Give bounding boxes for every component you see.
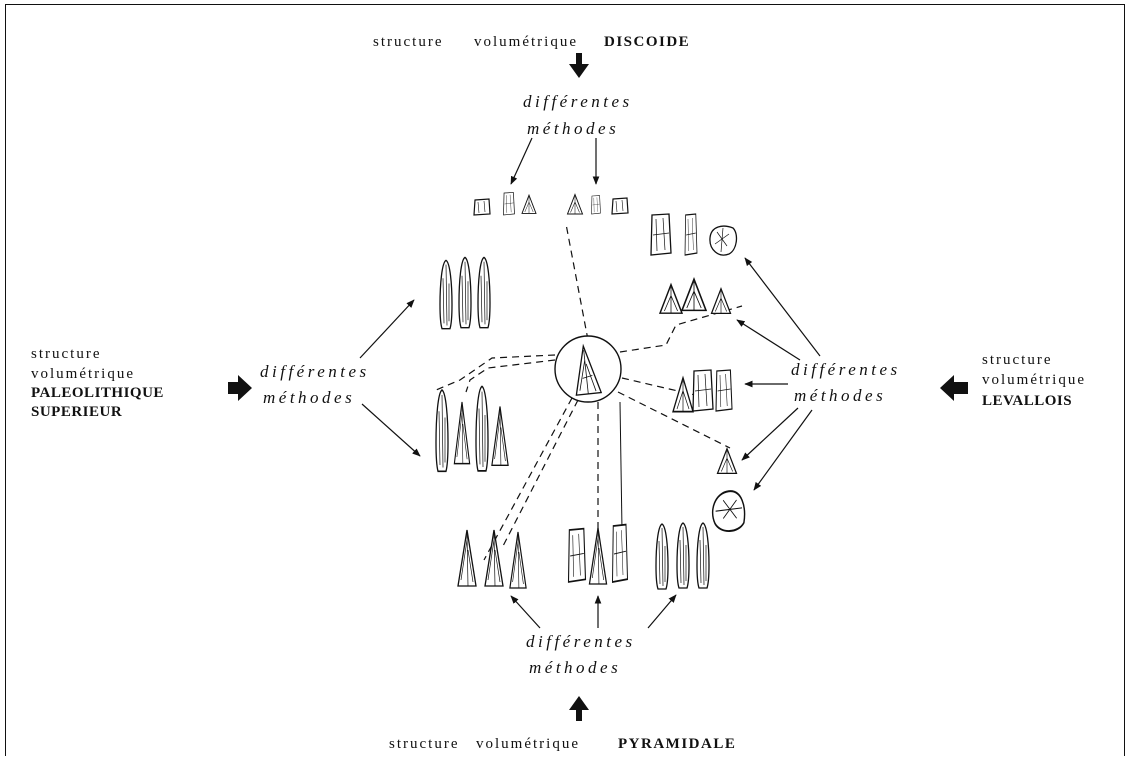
- right-arrow-4: [741, 407, 799, 461]
- pyramidal-points: [457, 529, 527, 589]
- right-methods-line1: différentes: [791, 360, 901, 379]
- upper-paleolithic-blades-top: [439, 256, 491, 330]
- left-methods-line2: méthodes: [263, 388, 356, 407]
- upper-paleolithic-points-bottom: [435, 385, 509, 473]
- diagram-frame: [5, 4, 1125, 756]
- bottom-volumetrique-word: volumétrique: [476, 736, 580, 752]
- levallois-flakes-row3: [672, 369, 733, 413]
- pyramidal-flakes-middle: [567, 523, 629, 585]
- top-methods-line2: méthodes: [527, 119, 620, 138]
- top-structure-name: DISCOIDE: [604, 34, 691, 50]
- left-arrow-lower: [361, 403, 421, 457]
- dashed-links: [435, 223, 743, 561]
- left-structure-name-line1: PALEOLITHIQUE: [31, 385, 164, 401]
- left-structure-line1: structure: [31, 346, 102, 362]
- left-structure-name-line2: SUPERIEUR: [31, 404, 123, 420]
- discoide-artifacts-right: [567, 194, 629, 215]
- bottom-arrow-right: [647, 594, 677, 629]
- bottom-methods-line1: différentes: [526, 632, 636, 651]
- top-bold-arrow: [569, 53, 589, 78]
- right-arrow-1: [744, 257, 821, 357]
- central-point-icon: [575, 343, 603, 396]
- discoide-artifacts-left: [473, 192, 537, 216]
- right-structure-name: LEVALLOIS: [982, 393, 1073, 409]
- right-structure-line1: structure: [982, 352, 1053, 368]
- right-arrow-5: [753, 409, 813, 491]
- levallois-point-row4: [716, 448, 738, 475]
- right-arrow-2: [736, 319, 801, 361]
- left-structure-line2: volumétrique: [31, 366, 135, 382]
- top-volumetrique-word: volumétrique: [474, 34, 578, 50]
- top-arrow-left: [510, 137, 533, 185]
- bottom-structure-word: structure: [389, 736, 460, 752]
- right-structure-line2: volumétrique: [982, 372, 1086, 388]
- levallois-core-row5: [709, 487, 748, 536]
- bottom-methods-line2: méthodes: [529, 658, 622, 677]
- left-bold-arrow: [228, 375, 252, 401]
- pyramidal-blades-right: [655, 522, 710, 590]
- levallois-flakes-row1: [650, 213, 738, 256]
- bottom-structure-name: PYRAMIDALE: [618, 736, 737, 752]
- bottom-arrow-left: [510, 595, 541, 629]
- levallois-points-row2: [659, 278, 732, 315]
- top-methods-line1: différentes: [523, 92, 633, 111]
- top-structure-word: structure: [373, 34, 444, 50]
- left-arrow-upper: [359, 299, 415, 359]
- bottom-bold-arrow: [569, 696, 589, 721]
- right-methods-line2: méthodes: [794, 386, 887, 405]
- solid-link: [619, 401, 623, 531]
- left-methods-line1: différentes: [260, 362, 370, 381]
- right-bold-arrow: [940, 375, 968, 401]
